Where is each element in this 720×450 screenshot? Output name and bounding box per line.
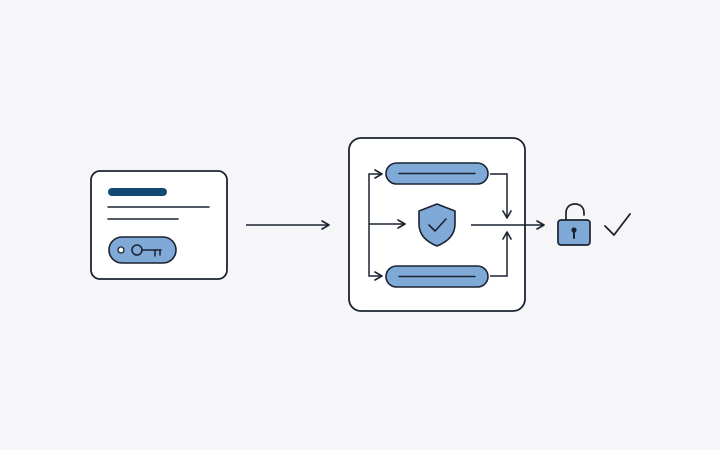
- verification-processor: [348, 137, 526, 312]
- key-icon: [131, 244, 162, 257]
- credential-card: [90, 170, 228, 280]
- key-pill-dot: [117, 246, 125, 254]
- shield-check-icon: [418, 203, 456, 247]
- connector-left-to-top-pill: [368, 169, 383, 224]
- connector-left-to-bottom-pill: [368, 224, 383, 281]
- card-title-bar: [108, 188, 167, 196]
- checkmark-icon: [604, 213, 631, 236]
- connector-top-pill-down: [490, 173, 512, 219]
- connector-bottom-pill-up: [490, 231, 512, 277]
- unlocked-padlock-icon: [557, 203, 591, 246]
